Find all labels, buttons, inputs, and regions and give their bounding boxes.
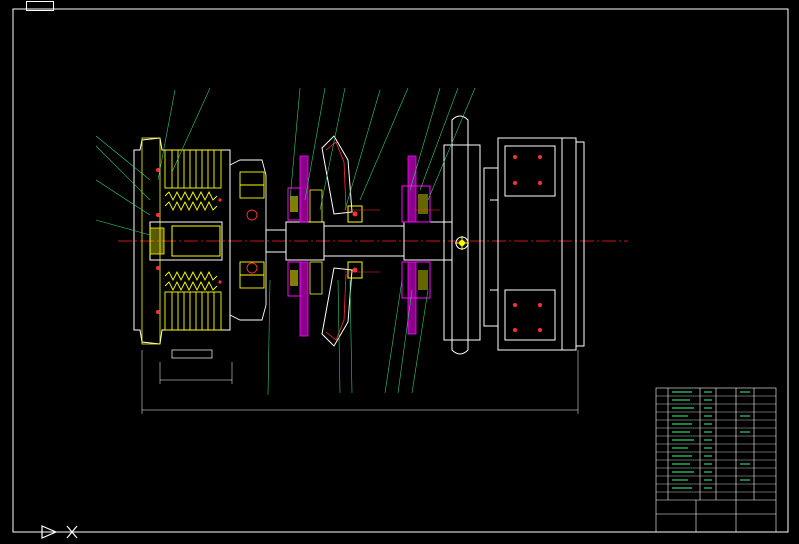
main-shaft	[265, 221, 453, 261]
title-block	[655, 387, 777, 533]
bearing-housing	[229, 159, 267, 321]
dimension-lines	[141, 350, 579, 414]
clutch-assembly	[133, 137, 231, 359]
technical-notes	[232, 430, 402, 433]
drawing-frame	[12, 8, 789, 533]
play-arrow-icon	[30, 525, 58, 539]
leader-lines	[95, 87, 476, 396]
cross-mark-icon	[66, 525, 78, 539]
drawing-number-tag	[26, 1, 54, 11]
drum-housing	[483, 137, 585, 351]
right-bearing-pair	[401, 155, 431, 335]
flange-hub	[443, 115, 481, 355]
left-bearing-pair	[287, 155, 323, 337]
